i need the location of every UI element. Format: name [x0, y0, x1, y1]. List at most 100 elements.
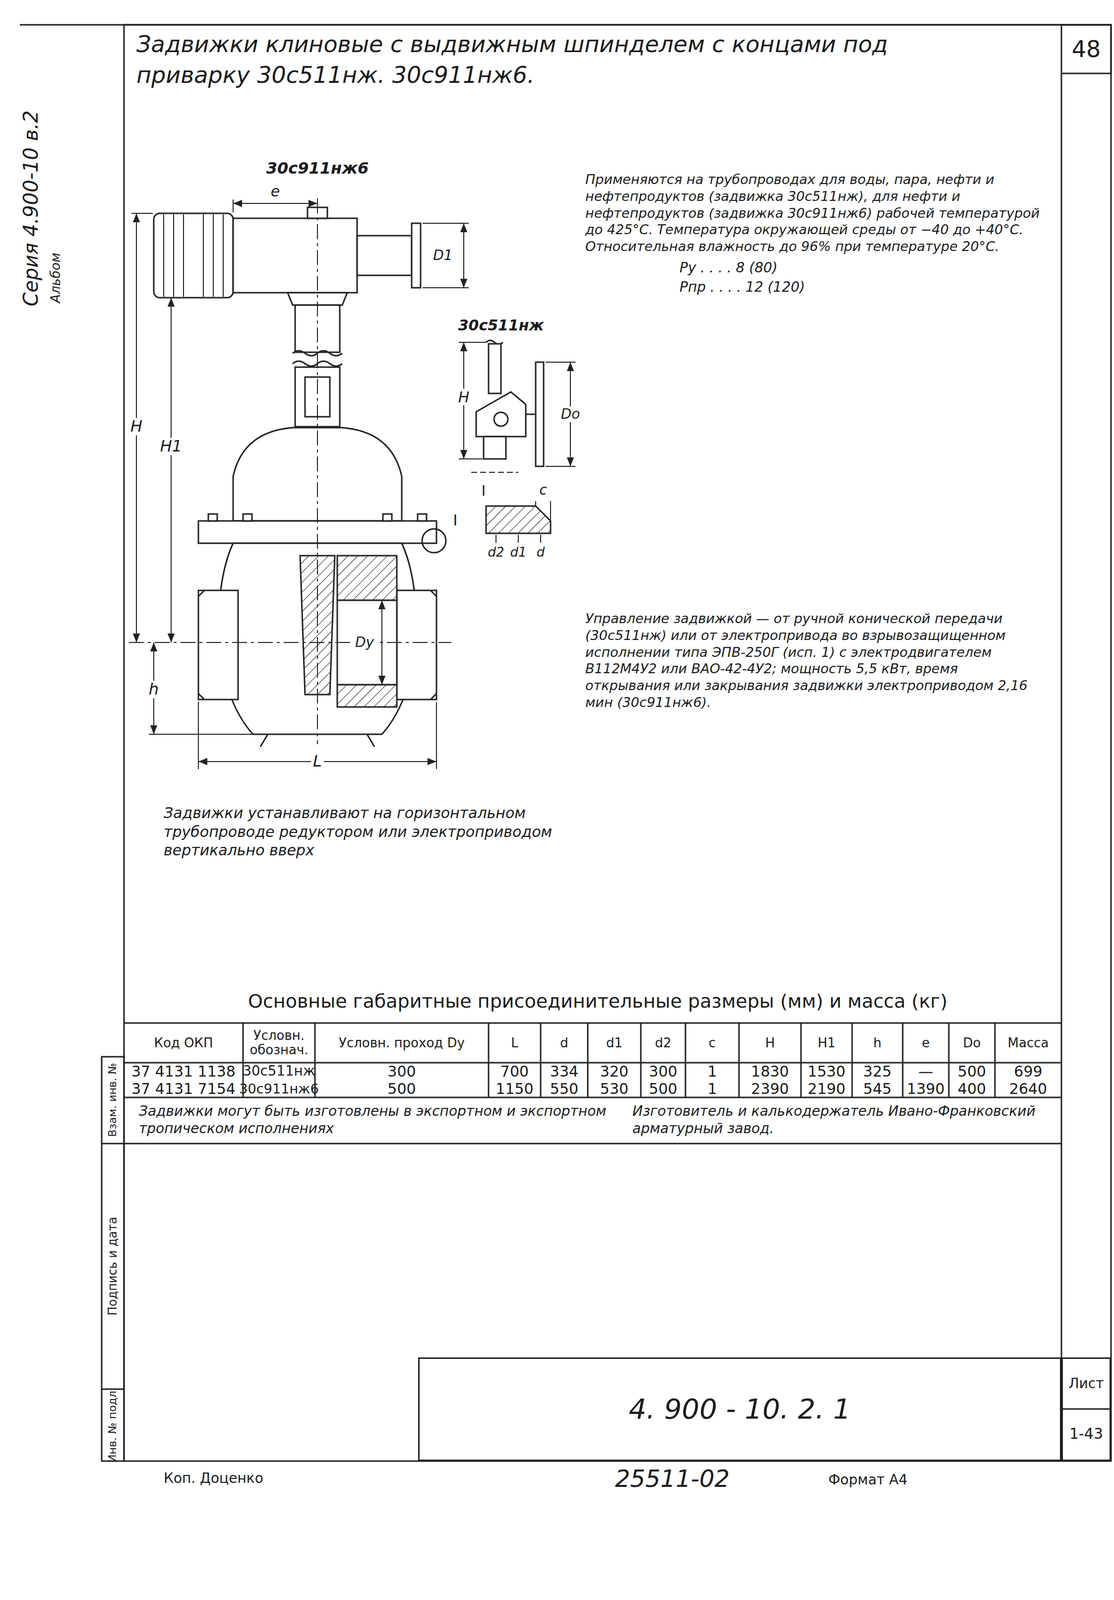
pressure-spec: Ру . . . . 8 (80) [679, 258, 778, 277]
sheet-code: 25511-02 [615, 1463, 730, 1493]
table-header: c [685, 1022, 740, 1063]
manual-drive-dimensions [495, 534, 497, 543]
stamp-field: Инв. № подл. [106, 1386, 119, 1463]
dimension-lines [316, 198, 318, 744]
table-cell: 2190 [801, 1079, 853, 1098]
table-header: Условн. проход Dу [314, 1022, 489, 1063]
dimension-label: c [539, 482, 547, 498]
table-grid [738, 1022, 741, 1098]
table-grid [540, 1022, 542, 1098]
table-header: d [540, 1022, 588, 1063]
dimension-lines [422, 222, 469, 224]
dimension-label: d [536, 545, 546, 560]
valve-drawing [357, 235, 412, 276]
table-cell: 300 [314, 1062, 489, 1080]
manual-drive-view [476, 391, 526, 437]
sheet-title: Задвижки клиновые с выдвижным шпинделем … [136, 28, 990, 91]
format-note: Формат А4 [828, 1470, 908, 1488]
dimension-lines [128, 198, 469, 769]
table-cell: 500 [640, 1079, 686, 1098]
manual-drive-view [488, 343, 501, 394]
table-cell: 700 [488, 1062, 541, 1080]
valve-drawing [198, 590, 239, 700]
sheet-frame [101, 1142, 124, 1145]
dimension-label: h [146, 680, 161, 698]
manual-drive-view [494, 412, 508, 427]
table-header: d2 [640, 1022, 686, 1063]
dimension-label: Dо [558, 406, 583, 423]
dimension-label: d1 [509, 545, 527, 560]
control-note: Управление задвижкой — от ручной коничес… [585, 610, 1047, 711]
table-cell: 2640 [994, 1079, 1062, 1098]
section-mark: I [481, 483, 486, 499]
stamp-text: Лист [1068, 1375, 1105, 1392]
dimension-label: d2 [487, 545, 504, 560]
stamp-field: Подпись и дата [106, 1216, 120, 1316]
valve-drawing [422, 528, 446, 553]
table-grid [587, 1022, 589, 1098]
table-cell: 400 [948, 1079, 995, 1098]
table-grid [123, 1022, 1062, 1024]
pressure-spec: Рпр . . . . 12 (120) [679, 278, 805, 296]
table-cell: 1830 [739, 1062, 802, 1080]
valve-drawing [337, 555, 397, 601]
manual-drive-dimensions [458, 458, 483, 460]
table-cell: 325 [852, 1062, 903, 1080]
table-cell: 545 [852, 1079, 903, 1098]
page-number: 48 [1071, 36, 1102, 62]
table-grid [123, 1142, 1062, 1145]
model-label: 30с511нж [458, 316, 545, 334]
valve-drawing [337, 684, 397, 707]
valve-drawing [411, 223, 421, 288]
dimension-label: Н [456, 388, 472, 406]
dimension-label: Н1 [158, 437, 185, 455]
table-header: Н1 [801, 1022, 853, 1063]
sheet-frame [1061, 1408, 1112, 1410]
table-grid [640, 1022, 642, 1098]
table-cell: 500 [314, 1079, 489, 1098]
table-grid [948, 1022, 950, 1098]
table-cell: 300 [640, 1062, 686, 1080]
table-cell: 37 4131 1138 [123, 1062, 244, 1080]
dimension-label: L [310, 752, 324, 770]
sheet-frame [123, 24, 1112, 1461]
table-cell: 2390 [739, 1079, 802, 1098]
sheet-frame [1060, 73, 1063, 1358]
valve-drawing [396, 590, 437, 700]
table-header: Масса [994, 1022, 1062, 1063]
series-label: Серия 4.900-10 в.2 [19, 110, 42, 307]
manual-drive-dimensions [535, 500, 537, 506]
table-header: L [488, 1022, 541, 1063]
application-note: Применяются на трубопроводах для воды, п… [585, 171, 1047, 255]
sheet-number-cell: Лист1-43 [1061, 1357, 1112, 1461]
valve-drawing [243, 513, 252, 521]
table-cell: 30с911нж6 [243, 1079, 315, 1098]
album-label: Альбом [48, 252, 63, 303]
table-header: d1 [587, 1022, 641, 1063]
table-cell: 1 [685, 1062, 740, 1080]
manual-drive-dimensions [471, 471, 519, 473]
model-label: 30с911нж6 [266, 159, 370, 178]
dimension-lines [148, 733, 258, 735]
stamp-designation: 4. 900 - 10. 2. 1 [418, 1357, 1062, 1461]
table-cell: 320 [587, 1062, 641, 1080]
table-header: h [852, 1022, 903, 1063]
manual-drive-view [476, 340, 551, 534]
copyist-note: Коп. Доценко [163, 1469, 264, 1487]
sheet-frame [1061, 24, 1112, 74]
table-cell: 550 [540, 1079, 588, 1098]
table-cell: 30с511нж [243, 1062, 315, 1080]
dimension-lines [232, 199, 234, 213]
dimension-lines [170, 297, 172, 643]
dimension-label: e [270, 183, 280, 200]
dimension-lines [463, 223, 465, 288]
table-header: e [902, 1022, 949, 1063]
dimension-lines [131, 212, 153, 214]
dimension-lines [128, 641, 452, 643]
stamp-field: Взам. инв. № [106, 1062, 119, 1137]
table-grid [994, 1022, 996, 1098]
dimension-lines [435, 701, 437, 769]
valve-drawing [417, 513, 427, 521]
manual-drive-view [535, 362, 544, 467]
stamp-text: 4. 900 - 10. 2. 1 [628, 1392, 852, 1425]
